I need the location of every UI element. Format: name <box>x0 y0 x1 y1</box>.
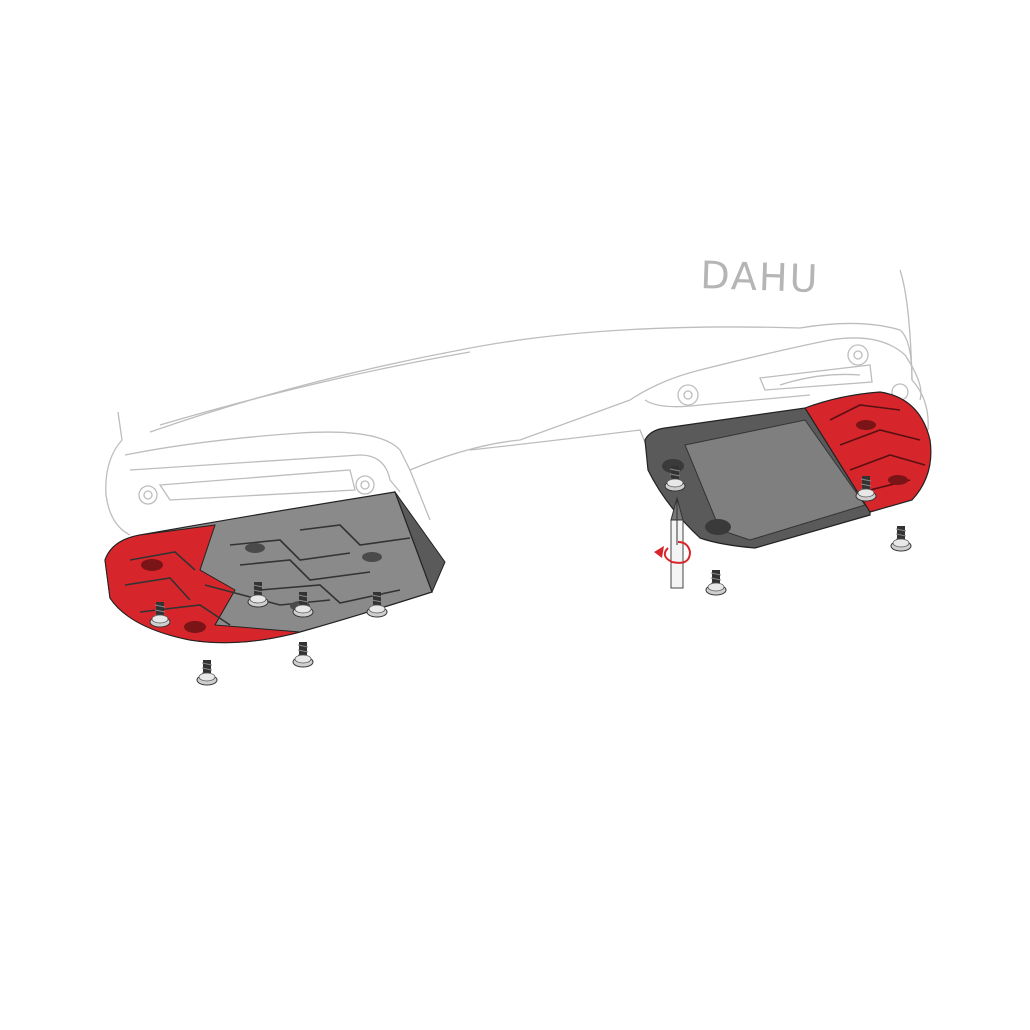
screw-icon <box>664 466 686 492</box>
boot-logo: DAHU <box>700 253 820 301</box>
screw-icon <box>292 592 314 618</box>
screw-icon <box>366 592 388 618</box>
heel-sole-plate <box>644 391 932 549</box>
screw-icon <box>292 642 314 668</box>
screw-icon <box>890 526 912 552</box>
front-sole-plate <box>104 490 446 644</box>
screw-icon <box>705 570 727 596</box>
screw-icon <box>855 476 877 502</box>
screw-icon <box>247 582 269 608</box>
rotate-arrow-icon <box>663 541 692 564</box>
boot-outline <box>105 269 929 536</box>
screws <box>149 466 912 686</box>
screwdriver <box>670 496 684 589</box>
arrow-head-icon <box>654 546 664 558</box>
screw-icon <box>196 660 218 686</box>
screw-icon <box>149 602 171 628</box>
